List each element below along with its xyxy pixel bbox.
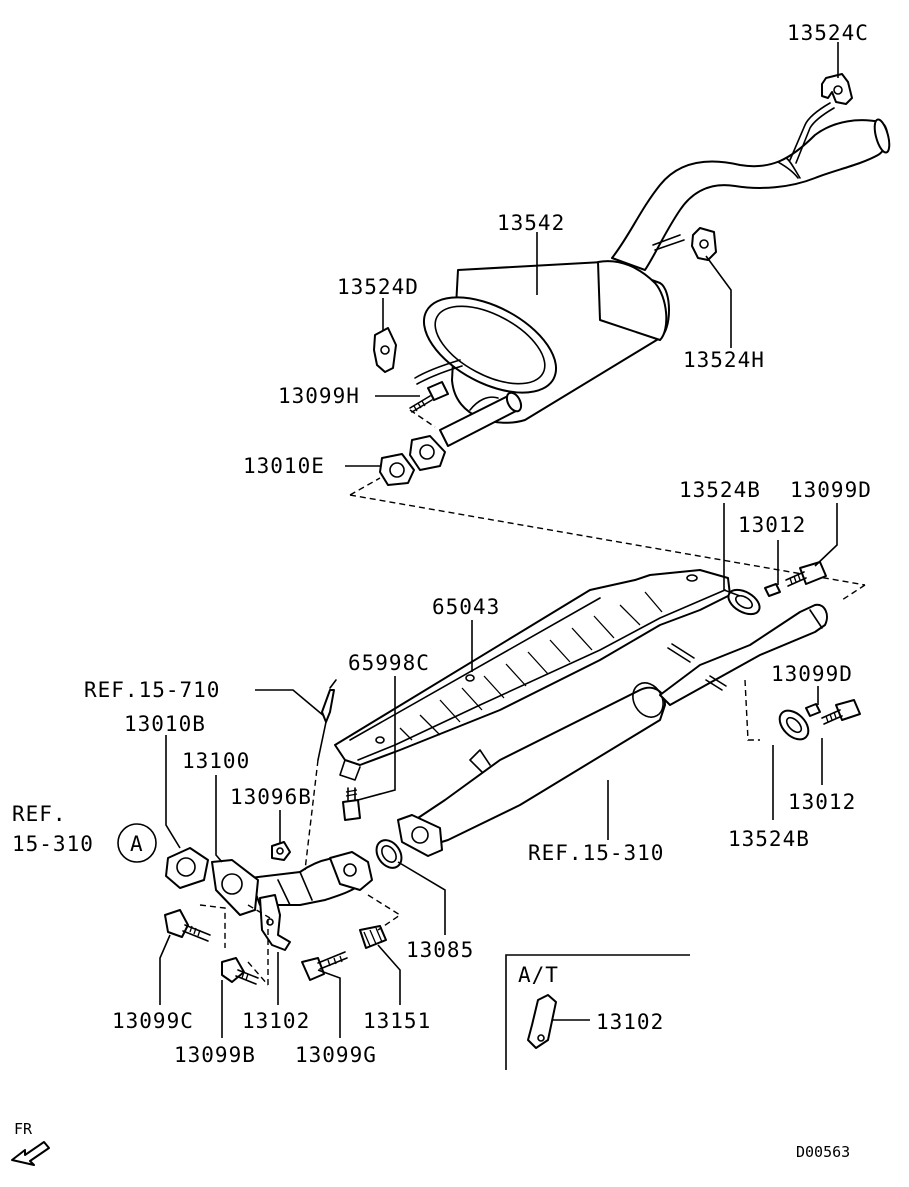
label-65998C: 65998C	[348, 651, 430, 675]
gasket-13010B	[165, 847, 209, 889]
muffler-hanger-rod-left	[414, 359, 463, 385]
label-ref15310-left-2: 15-310	[12, 832, 94, 856]
sensor-ref15710	[317, 679, 337, 761]
hanger-13524B-top	[727, 588, 761, 616]
dash-13099H	[409, 409, 436, 428]
label-13010E: 13010E	[243, 454, 325, 478]
tail-pipe	[611, 118, 891, 271]
dash-13099C	[199, 904, 226, 948]
label-13524D: 13524D	[337, 275, 419, 299]
hanger-13524D	[373, 327, 397, 373]
bracket-13102	[259, 894, 291, 951]
label-13524H: 13524H	[683, 348, 765, 372]
label-65043: 65043	[432, 595, 500, 619]
front-pipe-13100	[211, 851, 373, 916]
hanger-rod-13524C	[789, 102, 835, 164]
label-13542: 13542	[497, 211, 565, 235]
label-ref15710: REF.15-710	[84, 678, 220, 702]
label-13085: 13085	[406, 938, 474, 962]
spring-13151	[359, 925, 387, 949]
bolt-13099D-mid	[821, 699, 861, 725]
label-13099G: 13099G	[295, 1043, 377, 1067]
bolt-13099D-top	[785, 561, 827, 587]
label-ref15310-mid: REF.15-310	[528, 841, 664, 865]
dash-align-c	[841, 584, 866, 601]
collar-13012-top	[764, 583, 781, 597]
heat-protector-65043	[334, 569, 731, 781]
bolt-13099H	[409, 381, 449, 413]
bolt-13099B	[221, 957, 259, 985]
dash-13151	[367, 894, 402, 931]
label-13096B: 13096B	[230, 785, 312, 809]
label-13099D-mid: 13099D	[771, 662, 853, 686]
at-inset	[505, 954, 690, 1070]
dash-align-b	[349, 494, 866, 586]
fr-arrow-icon	[11, 1141, 50, 1166]
leader-lines	[159, 42, 839, 1038]
bolt-13099G	[301, 951, 348, 981]
dash-align-a	[349, 477, 381, 496]
label-13099B: 13099B	[174, 1043, 256, 1067]
label-13151: 13151	[363, 1009, 431, 1033]
circle-a-marker	[117, 823, 157, 863]
label-at-title: A/T	[518, 963, 559, 987]
label-13099H: 13099H	[278, 384, 360, 408]
circle-a-label: A	[130, 832, 144, 856]
label-13099C: 13099C	[112, 1009, 194, 1033]
label-13102-at: 13102	[596, 1010, 664, 1034]
gasket-ring-13085	[375, 839, 403, 869]
label-fr: FR	[14, 1120, 33, 1138]
collar-13012-mid	[805, 703, 821, 717]
label-13524B-top: 13524B	[679, 478, 761, 502]
hanger-13524H	[691, 227, 717, 261]
nut-13096B	[271, 841, 291, 861]
center-pipe-ref15310	[397, 603, 828, 857]
hanger-13524C	[821, 73, 853, 105]
dash-13524B-mid	[744, 679, 760, 741]
hanger-13524B-mid	[778, 709, 810, 741]
label-13524C: 13524C	[787, 21, 869, 45]
dash-13099B-b	[247, 961, 269, 986]
main-muffler-13542	[422, 234, 685, 447]
label-13102: 13102	[242, 1009, 310, 1033]
dash-sensor	[304, 759, 319, 871]
label-ref15310-left-1: REF.	[12, 802, 67, 826]
label-13010B: 13010B	[124, 712, 206, 736]
bolt-13099C	[164, 909, 211, 942]
label-13100: 13100	[182, 749, 250, 773]
label-diagram-code: D00563	[796, 1143, 850, 1161]
label-13012-mid: 13012	[788, 790, 856, 814]
label-13012-top: 13012	[738, 513, 806, 537]
bolt-65998C	[342, 787, 361, 821]
dash-13099B	[247, 904, 271, 919]
flange-13010E	[379, 435, 446, 486]
label-13524B-mid: 13524B	[728, 827, 810, 851]
label-13099D-top: 13099D	[790, 478, 872, 502]
